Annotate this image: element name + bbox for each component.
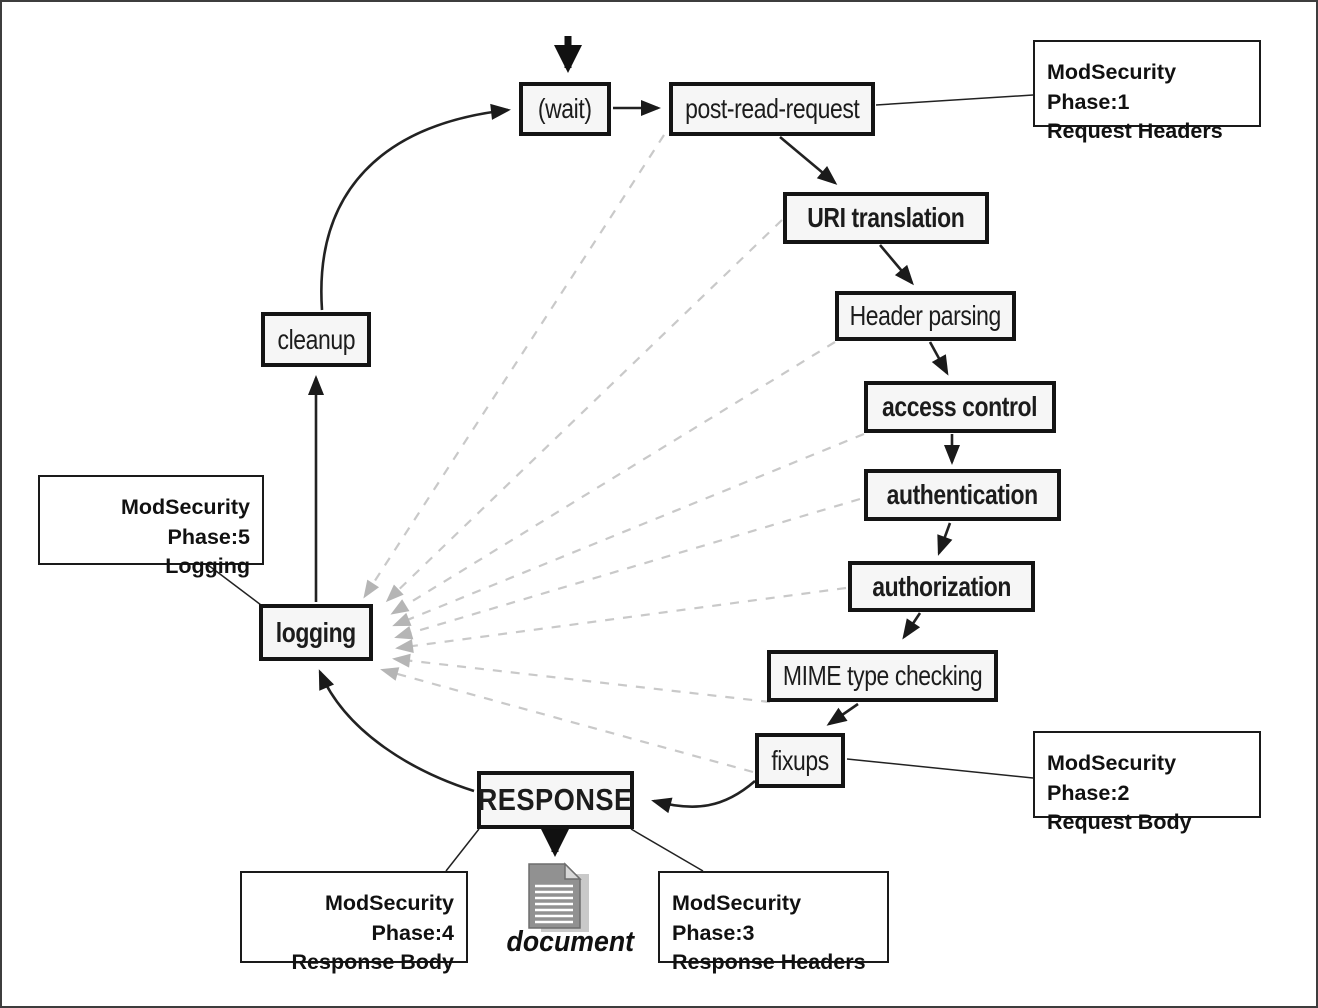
- callout-phase4: ModSecurity Phase:4 Response Body: [240, 871, 468, 974]
- callout-phase3-line2: Response Headers: [672, 950, 866, 975]
- callout-phase4-line1: ModSecurity Phase:4: [324, 891, 454, 945]
- node-access-control: access control: [864, 381, 1056, 433]
- callout-phase3: ModSecurity Phase:3 Response Headers: [658, 871, 889, 974]
- node-authorization-label: authorization: [872, 570, 1011, 602]
- node-header-parsing-label: Header parsing: [849, 300, 1002, 331]
- node-response-label: RESPONSE: [477, 782, 634, 817]
- callout-phase3-line1: ModSecurity Phase:3: [672, 891, 802, 945]
- callout-phase1: ModSecurity Phase:1 Request Headers: [1033, 40, 1261, 143]
- node-response: RESPONSE: [477, 771, 634, 829]
- node-post-read-request-label: post-read-request: [684, 93, 860, 124]
- node-cleanup: cleanup: [261, 312, 371, 367]
- node-header-parsing: Header parsing: [835, 291, 1016, 341]
- callout-phase5: ModSecurity Phase:5 Logging: [38, 475, 264, 578]
- node-mime-type-checking-label: MIME type checking: [782, 660, 983, 691]
- callout-phase2-line2: Request Body: [1047, 810, 1192, 835]
- node-access-control-label: access control: [882, 391, 1038, 422]
- node-authorization: authorization: [848, 561, 1035, 612]
- node-wait: (wait): [519, 82, 611, 136]
- node-logging-label: logging: [275, 616, 356, 648]
- node-post-read-request: post-read-request: [669, 82, 875, 136]
- node-wait-label: (wait): [538, 93, 592, 124]
- node-fixups: fixups: [755, 733, 845, 788]
- callout-phase4-line2: Response Body: [291, 950, 454, 975]
- node-uri-translation: URI translation: [783, 192, 989, 244]
- callout-phase5-line1: ModSecurity Phase:5: [120, 495, 250, 549]
- node-cleanup-label: cleanup: [277, 323, 355, 355]
- node-uri-translation-label: URI translation: [807, 202, 965, 233]
- callout-phase2: ModSecurity Phase:2 Request Body: [1033, 731, 1261, 834]
- document-label: document: [506, 926, 635, 958]
- callout-phase2-line1: ModSecurity Phase:2: [1047, 751, 1177, 805]
- node-authentication: authentication: [864, 469, 1061, 521]
- callout-phase1-line1: ModSecurity Phase:1: [1047, 60, 1177, 114]
- node-fixups-label: fixups: [771, 744, 829, 776]
- node-mime-type-checking: MIME type checking: [767, 650, 998, 702]
- callout-phase5-line2: Logging: [165, 554, 250, 579]
- callout-phase1-line2: Request Headers: [1047, 119, 1223, 144]
- node-logging: logging: [259, 604, 373, 661]
- node-authentication-label: authentication: [886, 479, 1039, 510]
